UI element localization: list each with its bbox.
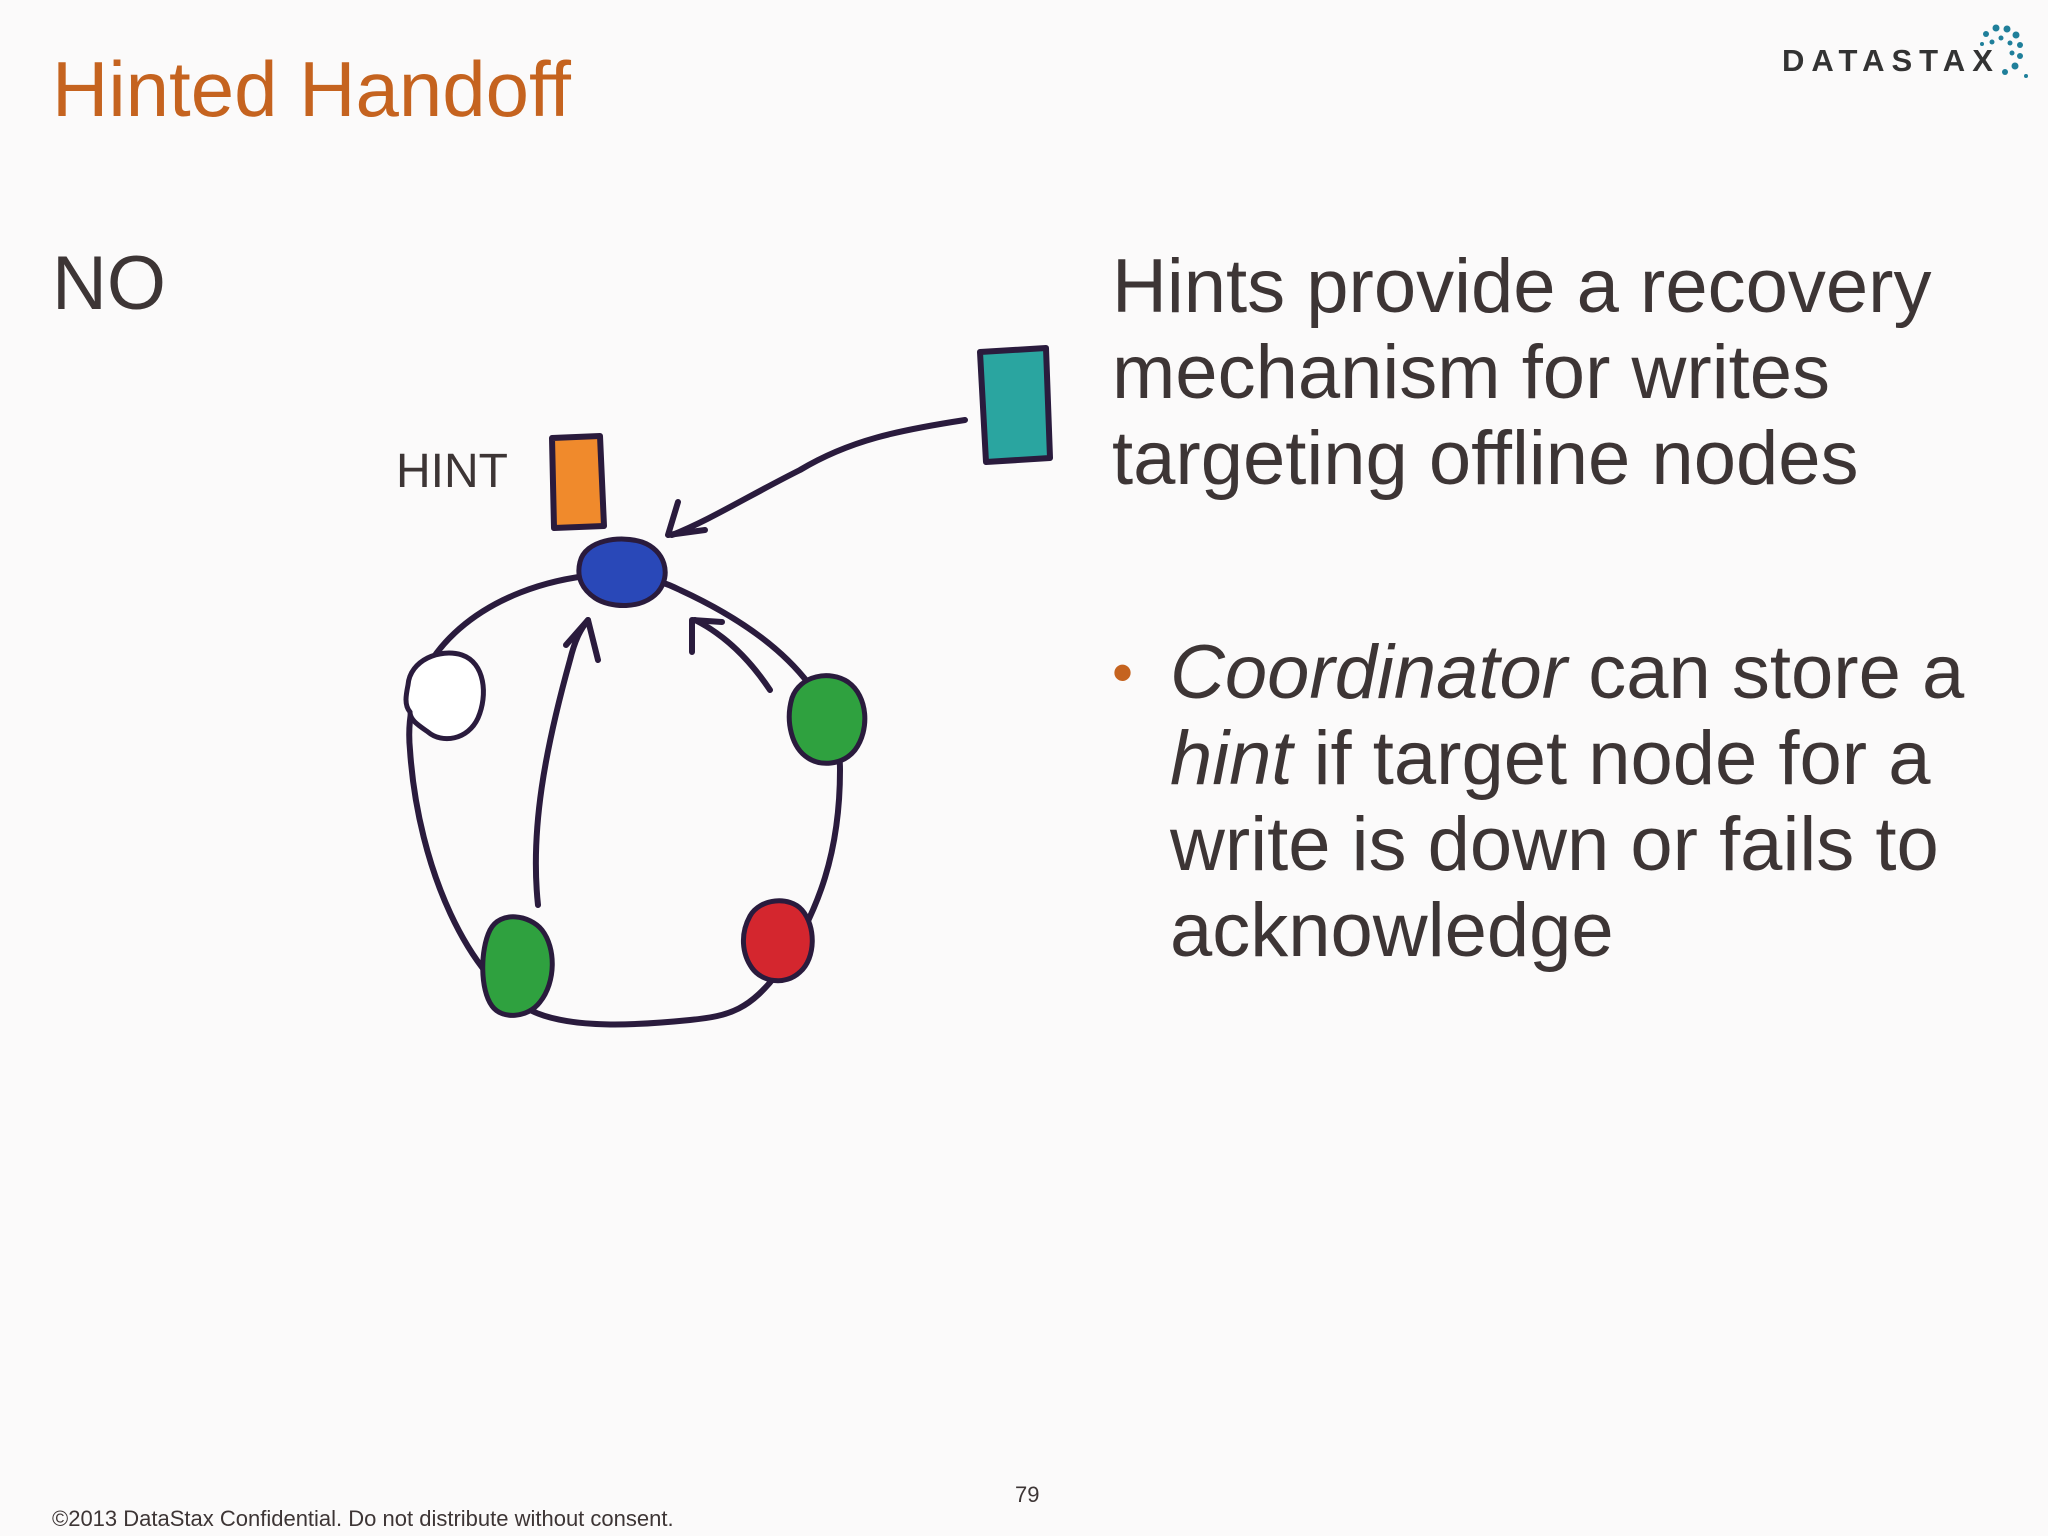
bullet-item: • Coordinator can store a hint if target…	[1112, 630, 2012, 974]
slide-title: Hinted Handoff	[52, 45, 571, 133]
hinted-handoff-diagram	[403, 345, 1053, 1028]
hint-block	[549, 433, 607, 531]
write-arrow-head	[665, 499, 708, 538]
replica-node-bottom-right	[741, 898, 815, 984]
bullet-term-coordinator: Coordinator	[1170, 630, 1568, 715]
offline-node	[403, 650, 486, 742]
hint-label: HINT	[396, 445, 508, 498]
datastax-logo: DATASTAX	[1778, 22, 2030, 86]
bullet-text-part: if target node for a write is down or fa…	[1170, 716, 1939, 973]
bullet-text: Coordinator can store a hint if target n…	[1170, 630, 2012, 974]
bullet-marker: •	[1112, 639, 1134, 706]
bullet-text-part: can store a	[1567, 630, 1965, 715]
replica-arrow-left	[532, 617, 591, 908]
logo-wordmark: DATASTAX	[1782, 43, 2000, 78]
write-arrow	[669, 417, 968, 538]
replica-arrow-right-head	[689, 617, 725, 655]
main-statement: Hints provide a recovery mechanism for w…	[1112, 244, 1932, 501]
ring	[406, 570, 844, 1028]
write-block	[977, 345, 1053, 465]
page-number: 79	[1015, 1482, 1040, 1507]
replica-node-right	[786, 673, 868, 766]
no-label: NO	[52, 241, 166, 326]
logo-dots-icon	[1980, 24, 2028, 78]
footer-copyright: ©2013 DataStax Confidential. Do not dist…	[52, 1506, 674, 1531]
replica-node-bottom-left	[480, 914, 555, 1018]
coordinator-node	[576, 536, 668, 609]
bullet-term-hint: hint	[1170, 716, 1293, 801]
replica-arrow-right	[692, 617, 773, 693]
replica-arrow-left-head	[563, 617, 601, 663]
